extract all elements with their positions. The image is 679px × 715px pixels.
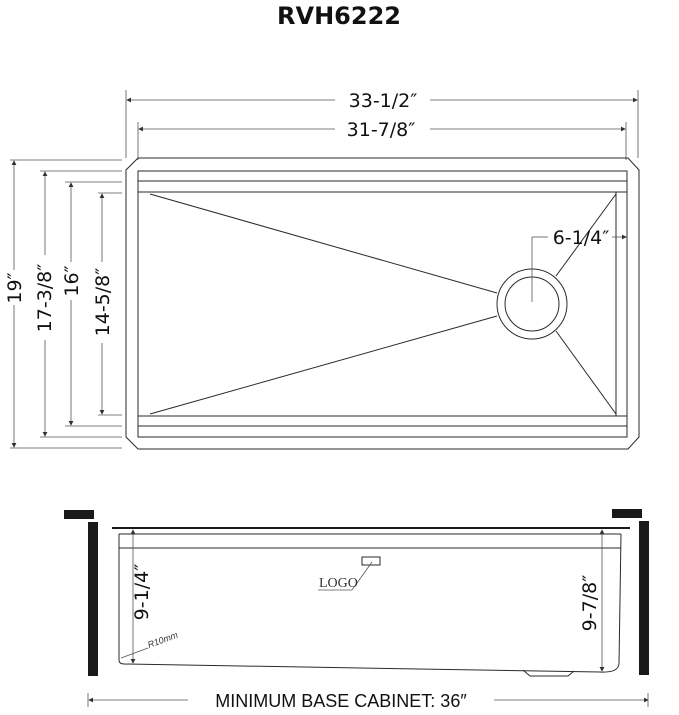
dimension-back-depth: 9-7/8″: [579, 529, 605, 672]
corner-radius-label: R10mm: [146, 630, 179, 650]
dimension-depth-2: 17-3/8″: [34, 171, 56, 437]
svg-text:9-7/8″: 9-7/8″: [579, 575, 601, 632]
svg-text:31-7/8″: 31-7/8″: [347, 119, 416, 141]
dimension-bowl-depth: 14-5/8″: [92, 193, 114, 415]
cabinet-wall-right: [639, 521, 649, 675]
dimension-front-depth: 9-1/4″: [130, 529, 153, 664]
svg-text:16″: 16″: [61, 265, 83, 296]
logo-label: LOGO: [319, 576, 358, 591]
svg-text:33-1/2″: 33-1/2″: [349, 90, 418, 112]
sink-outer-flange: [125, 157, 640, 450]
dimension-base-cabinet: MINIMUM BASE CABINET: 36″: [87, 691, 649, 711]
countertop-left: [64, 510, 94, 519]
logo-plate: [361, 556, 381, 566]
dimension-overall-depth: 19″: [4, 160, 26, 448]
svg-text:6-1/4″: 6-1/4″: [553, 227, 610, 249]
dimension-depth-3: 16″: [61, 182, 83, 426]
svg-text:14-5/8″: 14-5/8″: [92, 268, 114, 337]
svg-text:MINIMUM BASE CABINET: 36″: MINIMUM BASE CABINET: 36″: [215, 691, 467, 711]
svg-text:19″: 19″: [4, 272, 26, 303]
dimension-inner-width: 31-7/8″: [138, 119, 626, 141]
top-view: 33-1/2″ 31-7/8″: [4, 90, 640, 450]
svg-text:9-1/4″: 9-1/4″: [131, 564, 153, 621]
svg-text:17-3/8″: 17-3/8″: [34, 264, 56, 333]
dimension-drain-offset: 6-1/4″: [531, 227, 627, 302]
dimension-overall-width: 33-1/2″: [126, 90, 638, 112]
countertop-right: [612, 509, 642, 518]
model-title: RVH6222: [277, 2, 401, 30]
cabinet-wall-left: [88, 522, 98, 676]
side-view: 9-1/4″ 9-7/8″ R10mm LOGO MINIMUM BASE CA…: [64, 509, 649, 711]
